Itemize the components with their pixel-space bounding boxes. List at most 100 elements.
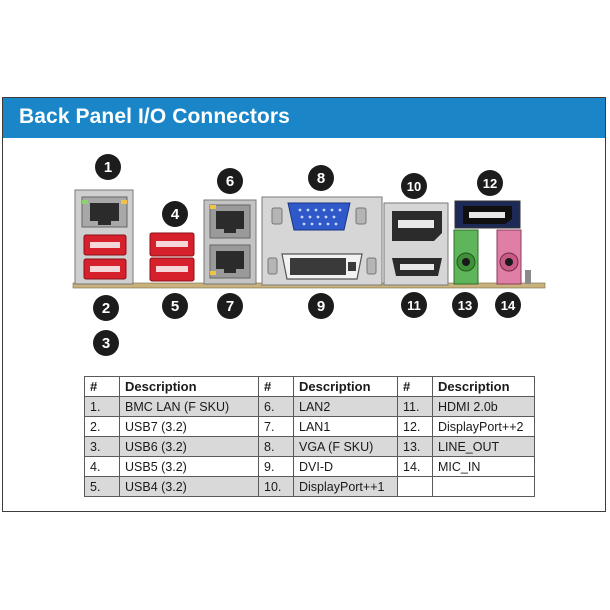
hdmi-tongue bbox=[400, 264, 434, 270]
callout-13-label: 13 bbox=[458, 298, 472, 313]
callout-4-label: 4 bbox=[171, 206, 180, 223]
table-cell: 5. bbox=[84, 476, 120, 497]
header-number-1: # bbox=[84, 376, 120, 397]
callout-9: 9 bbox=[308, 293, 334, 319]
vga-screw-right bbox=[355, 207, 367, 225]
table-cell: USB7 (3.2) bbox=[119, 416, 259, 437]
dvi-socket bbox=[290, 258, 346, 275]
callout-14-label: 14 bbox=[501, 298, 516, 313]
table-cell: LINE_OUT bbox=[432, 436, 535, 457]
callout-10-label: 10 bbox=[407, 179, 421, 194]
table-cell: 14. bbox=[397, 456, 433, 477]
table-cell: USB6 (3.2) bbox=[119, 436, 259, 457]
displayport2-tongue bbox=[469, 212, 505, 218]
title-bar: Back Panel I/O Connectors bbox=[3, 98, 605, 138]
callout-2-label: 2 bbox=[102, 300, 110, 317]
callout-5-label: 5 bbox=[171, 298, 179, 315]
dp-hdmi-stack bbox=[383, 202, 449, 286]
callout-3-label: 3 bbox=[102, 335, 110, 352]
callout-14: 14 bbox=[495, 292, 521, 318]
table-cell: 9. bbox=[258, 456, 294, 477]
table-cell: 4. bbox=[84, 456, 120, 477]
table-row: 5. USB4 (3.2) 10. DisplayPort++1 bbox=[84, 476, 535, 497]
lan2-socket bbox=[216, 211, 244, 229]
callout-3: 3 bbox=[93, 330, 119, 356]
callout-11: 11 bbox=[401, 292, 427, 318]
callout-5: 5 bbox=[162, 293, 188, 319]
header-number-3: # bbox=[397, 376, 433, 397]
callout-6-label: 6 bbox=[226, 173, 234, 190]
connector-table: # Description # Description # Descriptio… bbox=[84, 376, 535, 497]
callout-8: 8 bbox=[308, 165, 334, 191]
lan1-key bbox=[224, 267, 236, 273]
bmc-lan-socket bbox=[90, 203, 119, 221]
bmc-lan-usb-stack bbox=[74, 189, 134, 285]
table-row: 2. USB7 (3.2) 7. LAN1 12. DisplayPort++2 bbox=[84, 416, 535, 437]
callout-2: 2 bbox=[93, 295, 119, 321]
bmc-lan-key bbox=[98, 219, 111, 225]
table-cell: 2. bbox=[84, 416, 120, 437]
dvi-ground-blade bbox=[348, 262, 356, 271]
header-description-3: Description bbox=[432, 376, 535, 397]
lan1-socket bbox=[216, 251, 244, 269]
table-cell: 3. bbox=[84, 436, 120, 457]
callout-11-label: 11 bbox=[407, 298, 421, 313]
callout-12: 12 bbox=[477, 170, 503, 196]
table-cell-empty bbox=[432, 476, 535, 497]
table-cell: USB4 (3.2) bbox=[119, 476, 259, 497]
table-cell: LAN2 bbox=[293, 396, 398, 417]
table-cell: 12. bbox=[397, 416, 433, 437]
usb4-tongue bbox=[156, 266, 188, 272]
usb7-tongue bbox=[90, 242, 120, 248]
lan1-led bbox=[210, 271, 216, 275]
table-cell: HDMI 2.0b bbox=[432, 396, 535, 417]
dvi-screw-right bbox=[366, 257, 377, 275]
table-cell: LAN1 bbox=[293, 416, 398, 437]
callout-13: 13 bbox=[452, 292, 478, 318]
lan-stack bbox=[203, 199, 257, 285]
callout-7-label: 7 bbox=[226, 298, 234, 315]
table-cell-empty bbox=[397, 476, 433, 497]
table-cell: BMC LAN (F SKU) bbox=[119, 396, 259, 417]
video-stack bbox=[261, 196, 383, 286]
mic-in-jack-hole bbox=[505, 258, 513, 266]
page-title: Back Panel I/O Connectors bbox=[19, 105, 290, 128]
callout-1: 1 bbox=[95, 154, 121, 180]
lan2-led bbox=[210, 205, 216, 209]
table-cell: DisplayPort++1 bbox=[293, 476, 398, 497]
table-cell: 10. bbox=[258, 476, 294, 497]
header-description-2: Description bbox=[293, 376, 398, 397]
callout-6: 6 bbox=[217, 168, 243, 194]
displayport1-tongue bbox=[398, 220, 434, 228]
callout-9-label: 9 bbox=[317, 298, 325, 315]
callout-7: 7 bbox=[217, 293, 243, 319]
table-row: 4. USB5 (3.2) 9. DVI-D 14. MIC_IN bbox=[84, 456, 535, 477]
line-out-jack-hole bbox=[462, 258, 470, 266]
callout-4: 4 bbox=[162, 201, 188, 227]
table-cell: 13. bbox=[397, 436, 433, 457]
callout-1-label: 1 bbox=[104, 159, 112, 176]
table-cell: DVI-D bbox=[293, 456, 398, 477]
table-cell: 7. bbox=[258, 416, 294, 437]
bmc-lan-led-right bbox=[121, 200, 127, 204]
table-cell: MIC_IN bbox=[432, 456, 535, 477]
usb-pair-4-5 bbox=[149, 232, 195, 282]
table-cell: USB5 (3.2) bbox=[119, 456, 259, 477]
dvi-screw-left bbox=[267, 257, 278, 275]
bmc-lan-led-left bbox=[82, 200, 88, 204]
table-cell: 1. bbox=[84, 396, 120, 417]
table-cell: 11. bbox=[397, 396, 433, 417]
callout-10: 10 bbox=[401, 173, 427, 199]
usb6-tongue bbox=[90, 266, 120, 272]
vga-screw-left bbox=[271, 207, 283, 225]
dp2-audio-stack bbox=[453, 200, 531, 285]
table-header-row: # Description # Description # Descriptio… bbox=[84, 376, 535, 397]
header-description-1: Description bbox=[119, 376, 259, 397]
callout-8-label: 8 bbox=[317, 170, 325, 187]
table-cell: VGA (F SKU) bbox=[293, 436, 398, 457]
table-cell: 6. bbox=[258, 396, 294, 417]
table-cell: 8. bbox=[258, 436, 294, 457]
table-row: 3. USB6 (3.2) 8. VGA (F SKU) 13. LINE_OU… bbox=[84, 436, 535, 457]
callout-12-label: 12 bbox=[483, 176, 497, 191]
